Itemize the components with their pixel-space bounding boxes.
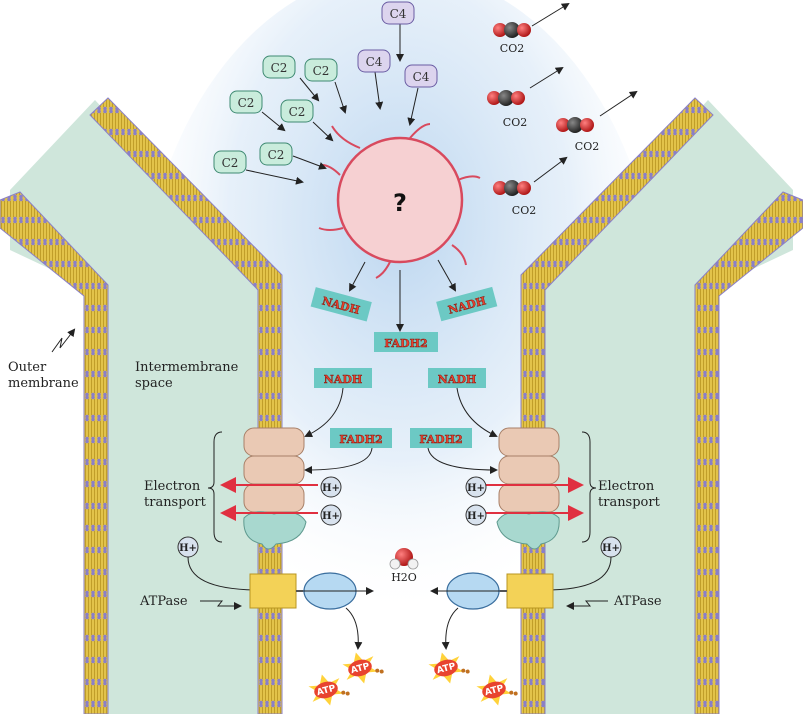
- carrier-fadh2-left: FADH2: [330, 428, 392, 448]
- atp-output-arrows: [345, 607, 459, 650]
- cycle-product-arrows: [349, 259, 456, 332]
- svg-text:FADH2: FADH2: [339, 433, 382, 446]
- atpase-right-pointer: [566, 600, 608, 610]
- svg-text:C2: C2: [268, 148, 285, 162]
- svg-text:ATP: ATP: [316, 684, 337, 699]
- svg-text:NADH: NADH: [324, 373, 363, 386]
- c2-molecule: C2: [280, 99, 314, 123]
- c2-molecule: C2: [262, 55, 296, 79]
- substrate-arrows: [245, 24, 419, 185]
- inner-membrane-right: [520, 97, 714, 714]
- svg-text:CO2: CO2: [500, 42, 524, 55]
- brace-right: [581, 431, 597, 543]
- c2-molecule: C2: [229, 90, 263, 114]
- svg-text:H+: H+: [322, 511, 340, 522]
- co2-molecules: CO2 CO2 CO2 CO2: [487, 2, 638, 217]
- c4-molecule: C4: [381, 1, 415, 25]
- h-plus-ion: H+: [600, 536, 622, 558]
- water-molecule: H2O: [389, 548, 419, 584]
- atp-molecule: ATP: [476, 674, 518, 706]
- h-plus-ion: H+: [465, 504, 487, 526]
- cycle-question-mark: ?: [393, 189, 407, 217]
- outer-membrane-pointer: [51, 328, 76, 353]
- c4-molecule: C4: [404, 64, 438, 88]
- outer-membrane-right: [694, 191, 803, 714]
- svg-text:ATP: ATP: [436, 662, 457, 677]
- svg-text:C2: C2: [313, 64, 330, 78]
- svg-text:CO2: CO2: [512, 204, 536, 217]
- carrier-nadh-mid-left: NADH: [314, 368, 372, 388]
- atp-synthase-left: [249, 572, 374, 610]
- carrier-fadh2-center: FADH2: [374, 332, 438, 352]
- svg-text:CO2: CO2: [575, 140, 599, 153]
- outer-membrane-left: [0, 191, 109, 714]
- c2-molecule: C2: [304, 58, 338, 82]
- c2-molecule: C2: [259, 142, 293, 166]
- svg-text:H+: H+: [467, 483, 485, 494]
- electron-transport-left-line2: transport: [144, 495, 207, 510]
- svg-text:H+: H+: [467, 511, 485, 522]
- electron-transport-left-line1: Electron: [144, 479, 201, 494]
- svg-text:C2: C2: [289, 105, 306, 119]
- h-plus-ion: H+: [320, 476, 342, 498]
- svg-text:ATP: ATP: [350, 662, 371, 677]
- svg-text:C2: C2: [222, 156, 239, 170]
- svg-text:H+: H+: [602, 543, 620, 554]
- svg-text:FADH2: FADH2: [384, 337, 427, 350]
- atp-synthase-right: [430, 572, 554, 610]
- brace-left: [207, 431, 223, 543]
- electron-transport-right-line1: Electron: [598, 479, 655, 494]
- h-plus-ion: H+: [177, 536, 199, 558]
- svg-text:CO2: CO2: [503, 116, 527, 129]
- inner-membrane-left: [89, 97, 283, 714]
- svg-text:C4: C4: [413, 70, 430, 84]
- outer-membrane-label-line1: Outer: [8, 360, 47, 375]
- svg-text:C4: C4: [366, 55, 383, 69]
- carrier-nadh-mid-right: NADH: [428, 368, 486, 388]
- svg-text:H+: H+: [322, 483, 340, 494]
- carrier-nadh-top-left: NADH: [310, 287, 372, 322]
- svg-text:H2O: H2O: [391, 571, 417, 584]
- intermembrane-label-line1: Intermembrane: [135, 360, 239, 375]
- svg-text:H+: H+: [179, 543, 197, 554]
- svg-text:FADH2: FADH2: [419, 433, 462, 446]
- electron-flow-arrows: [304, 387, 498, 474]
- svg-text:ATP: ATP: [484, 684, 505, 699]
- co2-molecule: CO2: [487, 66, 564, 129]
- outer-membrane-label-line2: membrane: [8, 376, 79, 391]
- co2-molecule: CO2: [493, 2, 570, 55]
- metabolic-cycle: ?: [318, 123, 481, 279]
- atp-molecule: ATP: [342, 652, 384, 684]
- atpase-right-label: ATPase: [613, 594, 662, 609]
- electron-transport-complex-right: [496, 427, 560, 550]
- svg-text:C2: C2: [271, 61, 288, 75]
- c2-molecule: C2: [213, 150, 247, 174]
- electron-transport-complex-left: [243, 427, 307, 550]
- electron-transport-right-line2: transport: [598, 495, 661, 510]
- svg-text:C2: C2: [238, 96, 255, 110]
- proton-pump-arrows: [220, 477, 584, 521]
- proton-ions: H+ H+ H+ H+ H+ H+: [177, 476, 622, 558]
- proton-return-arrows: [187, 556, 612, 594]
- svg-text:NADH: NADH: [438, 373, 477, 386]
- intermembrane-label-line2: space: [135, 376, 173, 391]
- atp-molecule: ATP: [428, 652, 470, 684]
- atp-molecule: ATP: [308, 674, 350, 706]
- h-plus-ion: H+: [320, 504, 342, 526]
- c2-substrates: C2 C2 C2 C2 C2 C2: [213, 55, 338, 174]
- atpase-left-pointer: [200, 600, 242, 610]
- carrier-nadh-top-right: NADH: [436, 286, 498, 322]
- svg-text:C4: C4: [390, 7, 407, 21]
- atp-molecules: ATP ATP ATP ATP: [308, 652, 518, 706]
- h-plus-ion: H+: [465, 476, 487, 498]
- co2-molecule: CO2: [556, 90, 638, 153]
- atpase-left-label: ATPase: [139, 594, 188, 609]
- c4-substrates: C4 C4 C4: [357, 1, 438, 88]
- c4-molecule: C4: [357, 49, 391, 73]
- co2-molecule: CO2: [493, 156, 568, 217]
- carrier-fadh2-right: FADH2: [410, 428, 472, 448]
